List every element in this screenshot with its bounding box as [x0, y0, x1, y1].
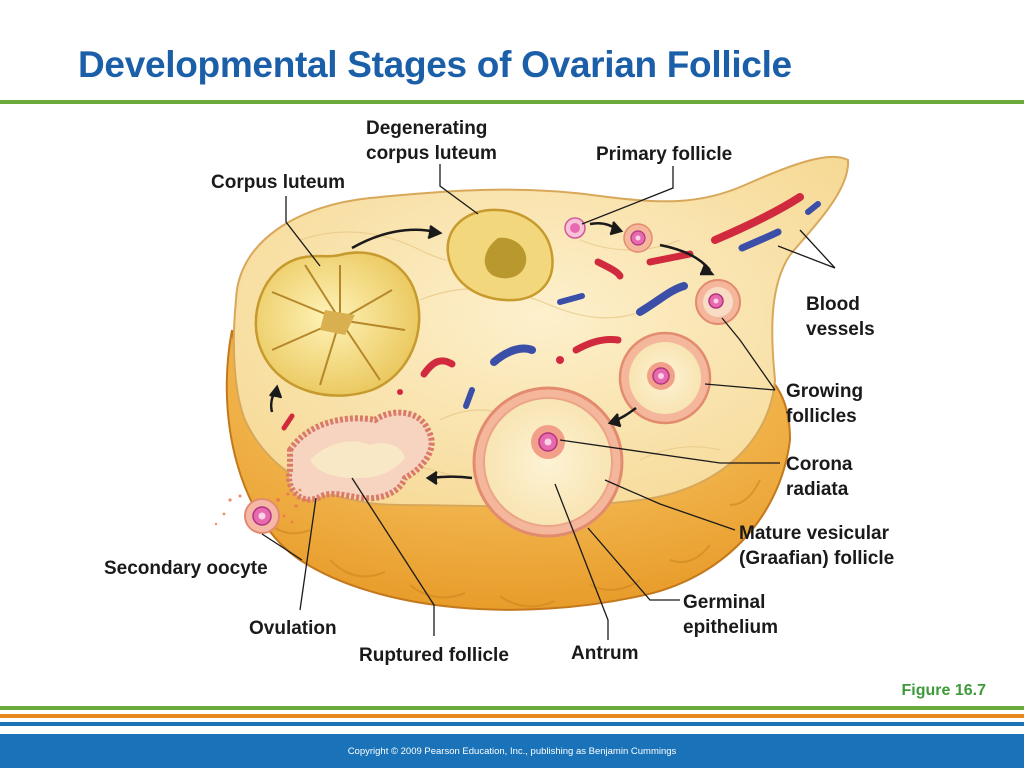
mature-graafian-follicle — [472, 386, 624, 538]
blood-vessels — [281, 193, 821, 431]
secondary-oocyte — [214, 488, 308, 534]
label-secondary-oocyte: Secondary oocyte — [104, 558, 268, 579]
copyright-text: Copyright © 2009 Pearson Education, Inc.… — [347, 746, 677, 757]
figure-reference: Figure 16.7 — [901, 682, 986, 699]
ruptured-follicle — [286, 409, 435, 503]
label-mature-follicle: Mature vesicular (Graafian) follicle — [739, 523, 895, 569]
label-ovulation: Ovulation — [249, 618, 337, 639]
slide-title: Developmental Stages of Ovarian Follicle — [78, 44, 792, 85]
footer-stripe-orange — [0, 714, 1024, 718]
label-germinal-epithelium: Germinal epithelium — [683, 592, 779, 638]
label-degenerating-corpus-luteum: Degenerating corpus luteum — [366, 118, 497, 164]
label-primary-follicle: Primary follicle — [596, 144, 733, 165]
leader-lines — [261, 164, 836, 640]
corpus-luteum — [254, 251, 421, 397]
primary-follicle-2 — [623, 223, 653, 253]
growing-follicle-small — [695, 279, 741, 325]
development-arrows — [269, 221, 715, 486]
label-antrum: Antrum — [571, 643, 639, 664]
label-blood-vessels: Blood vessels — [806, 294, 875, 340]
title-divider — [0, 100, 1024, 104]
growing-follicle-large — [618, 331, 712, 425]
footer-stripe-blue — [0, 722, 1024, 726]
label-ruptured-follicle: Ruptured follicle — [359, 645, 509, 666]
footer-bar — [0, 734, 1024, 768]
label-corona-radiata: Corona radiata — [786, 454, 853, 500]
footer-stripe-green — [0, 706, 1024, 710]
degenerating-corpus-luteum — [446, 208, 554, 302]
label-corpus-luteum: Corpus luteum — [211, 172, 346, 193]
primary-follicle-1 — [564, 217, 586, 239]
label-growing-follicles: Growing follicles — [786, 381, 864, 427]
